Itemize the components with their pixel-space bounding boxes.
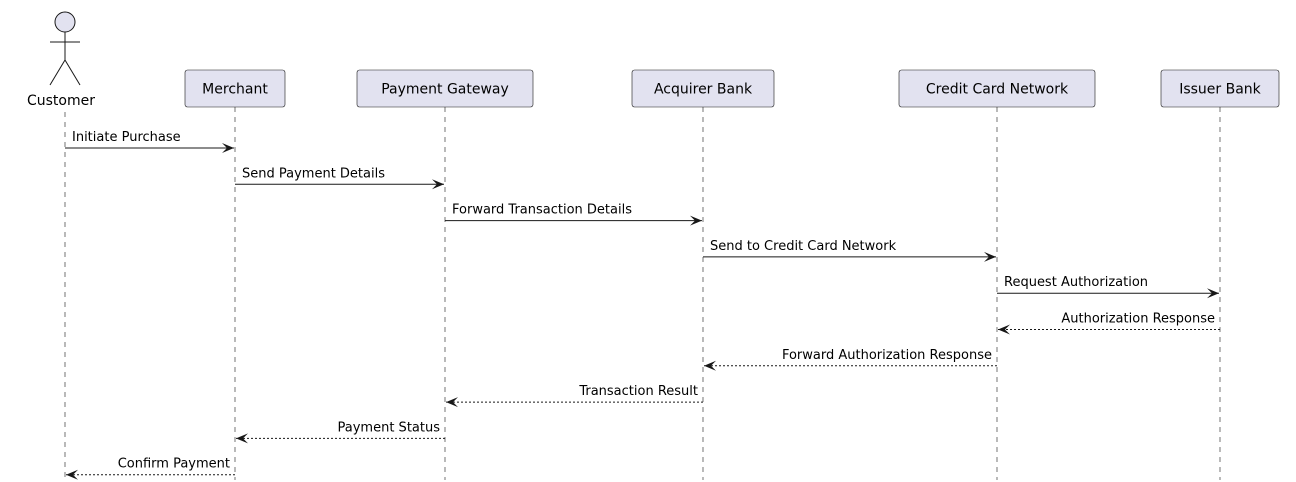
message-7: Forward Authorization Response [704,348,997,371]
message-label: Forward Transaction Details [452,203,632,218]
participant-label: Customer [27,93,95,109]
actor-head [54,11,76,33]
arrowhead [1207,288,1219,299]
participant-acquirer: Acquirer Bank [631,69,775,108]
message-label: Authorization Response [1061,312,1215,327]
participant-label: Merchant [202,82,268,98]
actor-leg-left [49,59,66,86]
message-9: Payment Status [236,420,445,444]
message-label: Send to Credit Card Network [710,239,897,254]
message-1: Initiate Purchase [65,130,234,153]
arrowhead [66,469,78,480]
message-5: Request Authorization [997,275,1219,299]
message-8: Transaction Result [446,384,703,408]
message-2: Send Payment Details [235,166,444,190]
arrowhead [222,143,234,153]
participant-box [184,69,286,108]
message-label: Confirm Payment [118,457,230,472]
message-10: Confirm Payment [66,457,235,480]
arrowhead [432,179,444,190]
participant-label: Issuer Bank [1179,82,1261,98]
arrowhead [998,324,1010,335]
message-4: Send to Credit Card Network [703,239,996,262]
message-label: Request Authorization [1004,275,1148,290]
message-label: Initiate Purchase [72,130,181,145]
message-3: Forward Transaction Details [445,203,702,226]
message-label: Forward Authorization Response [782,348,992,363]
message-label: Send Payment Details [242,166,385,181]
arrowhead [704,360,716,371]
participant-label: Acquirer Bank [654,82,753,98]
message-label: Transaction Result [578,384,698,399]
actor-leg-right [64,59,81,86]
participant-gateway: Payment Gateway [356,69,534,108]
participant-issuer: Issuer Bank [1160,69,1280,108]
arrowhead [690,215,702,226]
participant-box [631,69,775,108]
message-label: Payment Status [338,420,441,435]
participant-merchant: Merchant [184,69,286,108]
actor-customer: Customer [27,11,95,109]
participant-box [356,69,534,108]
participant-box [1160,69,1280,108]
participant-box [898,69,1096,108]
participant-network: Credit Card Network [898,69,1096,108]
arrowhead [236,433,248,444]
participant-label: Payment Gateway [381,82,509,98]
message-6: Authorization Response [998,312,1220,335]
participant-label: Credit Card Network [926,82,1069,98]
arrowhead [984,251,996,262]
arrowhead [446,397,458,408]
